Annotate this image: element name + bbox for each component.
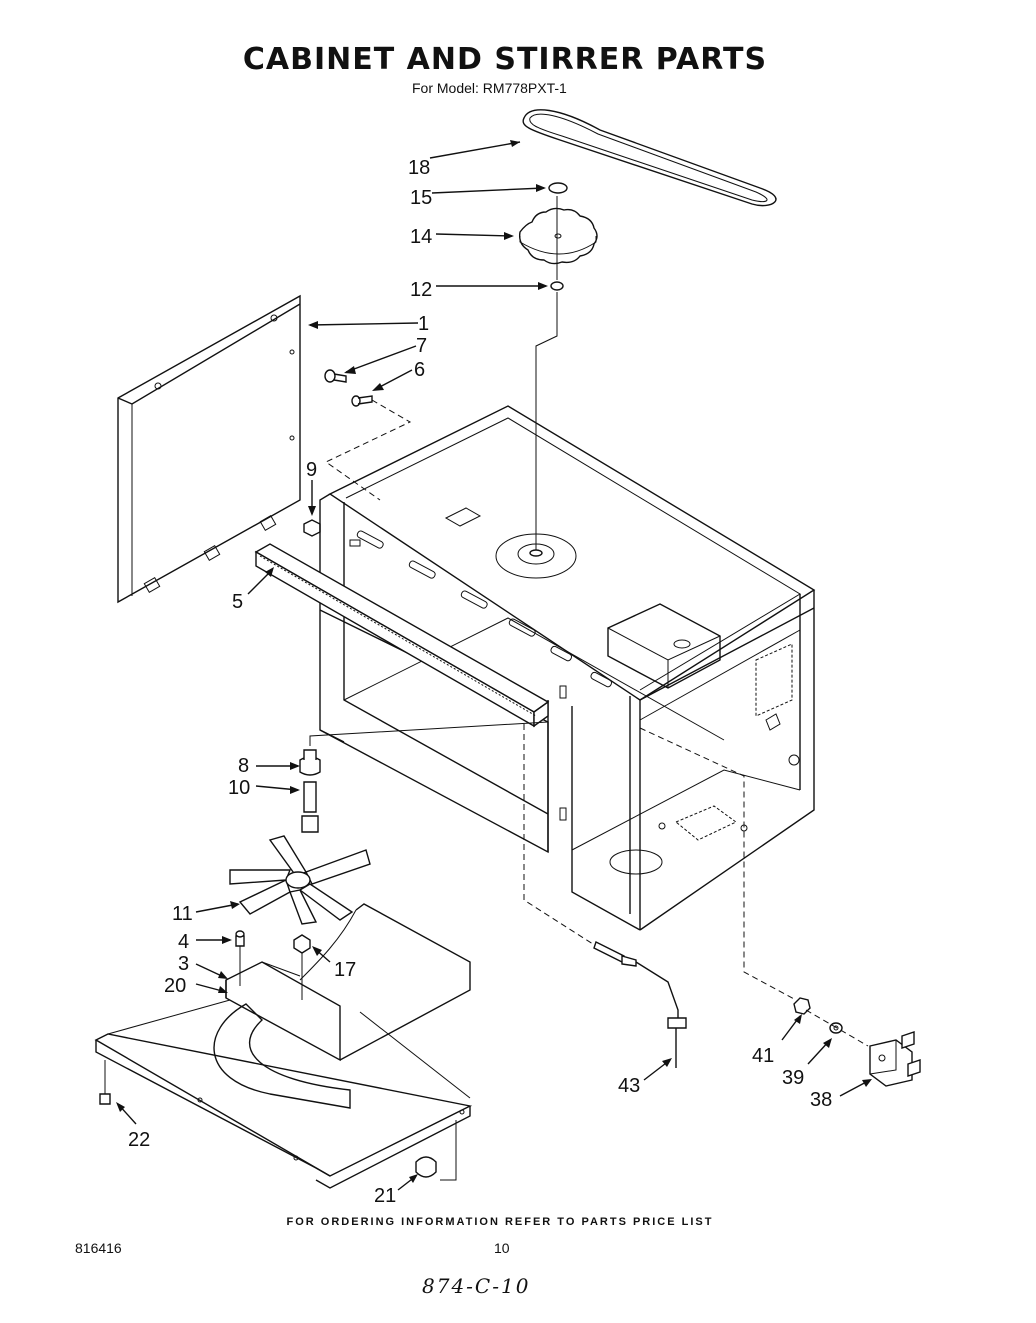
part-switch-38 <box>869 1031 921 1087</box>
callout-41: 41 <box>752 1045 774 1067</box>
callout-3: 3 <box>178 953 189 975</box>
part-screw-4 <box>235 930 245 947</box>
handwritten-note: 874-C-10 <box>422 1274 531 1298</box>
callout-43: 43 <box>618 1075 640 1097</box>
callout-5: 5 <box>232 591 243 613</box>
part-stirrer-pulley <box>518 207 598 265</box>
callout-21: 21 <box>374 1185 396 1207</box>
part-probe-43 <box>523 724 687 1068</box>
part-screw-6 <box>351 395 373 407</box>
part-retaining-ring <box>548 182 568 194</box>
part-side-panel <box>117 294 301 604</box>
callout-11: 11 <box>172 903 193 925</box>
callout-9: 9 <box>306 459 317 481</box>
ordering-note: FOR ORDERING INFORMATION REFER TO PARTS … <box>286 1216 714 1228</box>
callout-38: 38 <box>810 1089 832 1111</box>
part-washer-39 <box>829 1022 843 1034</box>
callout-39: 39 <box>782 1067 804 1089</box>
model-subtitle: For Model: RM778PXT-1 <box>412 80 567 96</box>
part-vent-bar <box>254 543 550 728</box>
document-number: 816416 <box>75 1240 122 1256</box>
part-stirrer-blade <box>229 835 371 925</box>
part-screw-7 <box>324 369 347 383</box>
page-number: 10 <box>494 1240 510 1256</box>
part-foot-21 <box>415 1120 457 1181</box>
part-bottom-plate <box>94 999 473 1189</box>
callout-20: 20 <box>164 975 186 997</box>
part-washer <box>550 281 564 291</box>
callout-6: 6 <box>414 359 425 381</box>
callout-12: 12 <box>410 279 432 301</box>
page-title: CABINET AND STIRRER PARTS <box>242 42 768 77</box>
callout-1: 1 <box>418 313 429 335</box>
callout-10: 10 <box>228 777 250 799</box>
callout-8: 8 <box>238 755 249 777</box>
part-nut-17 <box>293 934 311 954</box>
part-belt <box>522 109 777 207</box>
callout-18: 18 <box>408 157 430 179</box>
part-screw-22 <box>99 1060 111 1105</box>
callout-17: 17 <box>334 959 356 981</box>
part-shaft-10 <box>301 781 319 833</box>
callout-14: 14 <box>410 226 432 248</box>
callout-7: 7 <box>416 335 427 357</box>
callout-labels: 18 15 14 12 1 7 6 9 5 8 10 11 4 3 17 20 … <box>128 157 832 1207</box>
callout-22: 22 <box>128 1129 150 1151</box>
part-nut-9 <box>303 519 321 537</box>
callout-15: 15 <box>410 187 432 209</box>
callout-4: 4 <box>178 931 189 953</box>
part-bearing-8 <box>299 749 321 776</box>
leader-lines <box>116 140 872 1191</box>
part-nut-41 <box>793 997 811 1015</box>
part-stirrer-cover <box>225 903 471 1062</box>
cabinet-body <box>319 405 816 931</box>
